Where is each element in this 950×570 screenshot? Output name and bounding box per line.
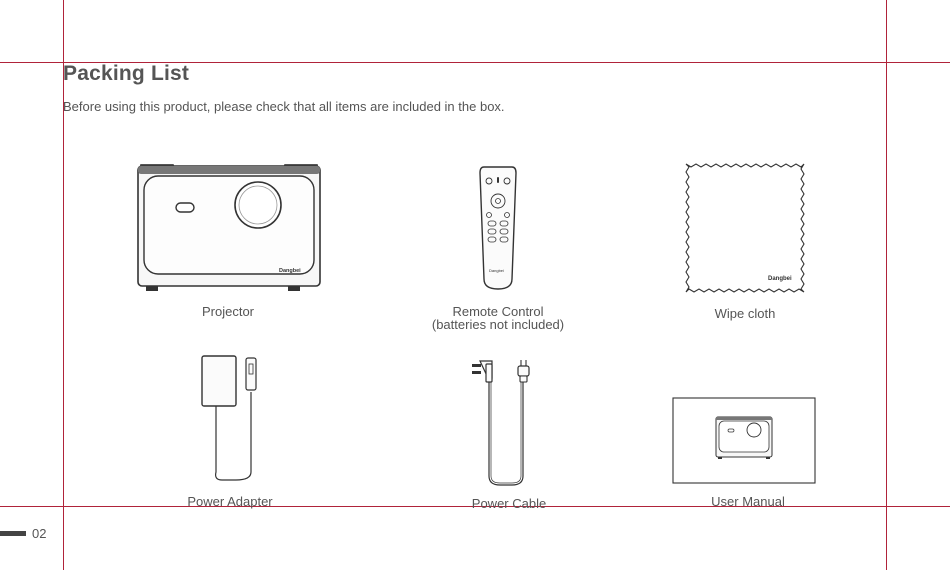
- remote-control-note: (batteries not included): [432, 317, 564, 332]
- power-adapter-icon: [196, 352, 262, 484]
- projector-logo-text: Dangbei: [279, 268, 301, 274]
- remote-control-caption: Remote Control (batteries not included): [432, 305, 564, 331]
- page-marker-bar: [0, 531, 26, 536]
- remote-logo-text: Dangbei: [489, 268, 504, 273]
- remote-control-icon: Dangbei: [478, 165, 518, 291]
- wipe-cloth-icon: Dangbei: [680, 158, 810, 298]
- intro-text: Before using this product, please check …: [63, 99, 505, 114]
- projector-icon: Dangbei: [136, 162, 322, 294]
- power-cable-icon: [468, 358, 538, 488]
- wipe-cloth-caption: Wipe cloth: [715, 307, 776, 320]
- power-adapter-caption: Power Adapter: [187, 495, 272, 508]
- projector-caption: Projector: [202, 305, 254, 318]
- wipe-cloth-logo-text: Dangbei: [768, 276, 792, 282]
- user-manual-icon: [672, 397, 817, 485]
- user-manual-caption: User Manual: [711, 495, 785, 508]
- page-number: 02: [32, 526, 46, 541]
- power-cable-caption: Power Cable: [472, 497, 546, 510]
- crop-line-right: [886, 0, 887, 570]
- page-title: Packing List: [63, 62, 189, 86]
